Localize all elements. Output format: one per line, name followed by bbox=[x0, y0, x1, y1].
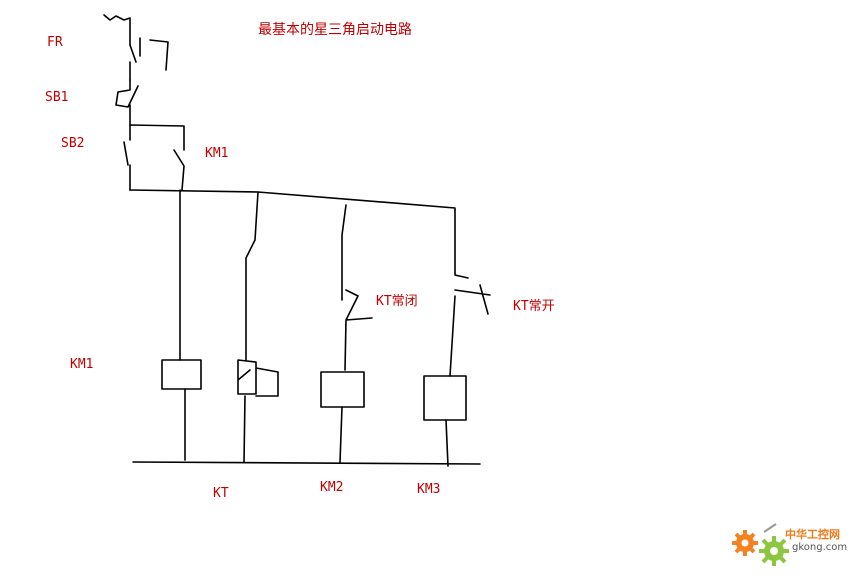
kt-coil bbox=[237, 359, 279, 397]
fr-contact bbox=[129, 37, 169, 81]
label-km1-contact: KM1 bbox=[205, 146, 229, 161]
orange-gear-icon bbox=[732, 530, 758, 556]
green-gear-icon bbox=[759, 536, 789, 566]
label-km2-coil: KM2 bbox=[320, 480, 344, 495]
sb1-contact bbox=[115, 79, 139, 126]
label-km1-coil: KM1 bbox=[70, 357, 94, 372]
branch-kt bbox=[245, 191, 259, 361]
watermark-name: 中华工控网 bbox=[785, 528, 840, 541]
km1-holding bbox=[129, 189, 456, 211]
sb2-contact bbox=[123, 124, 185, 191]
label-sb2: SB2 bbox=[61, 136, 85, 151]
top-wire bbox=[103, 14, 131, 46]
km1-coil bbox=[161, 359, 202, 390]
diagram-title: 最基本的星三角启动电路 bbox=[258, 22, 412, 38]
wrench-icon bbox=[763, 523, 777, 533]
gkong-logo bbox=[732, 523, 789, 566]
label-kt-nc: KT常闭 bbox=[376, 294, 418, 309]
label-km3-coil: KM3 bbox=[417, 482, 441, 497]
branch-km2 bbox=[341, 204, 373, 371]
watermark-url: gkong.com bbox=[792, 542, 848, 553]
km2-coil bbox=[320, 371, 365, 408]
label-kt-no: KT常开 bbox=[513, 299, 555, 314]
km3-coil bbox=[423, 375, 467, 421]
bottom-wire bbox=[132, 461, 481, 465]
branch-km3 bbox=[449, 209, 491, 377]
label-kt-coil: KT bbox=[213, 486, 229, 501]
label-fr: FR bbox=[47, 35, 63, 50]
label-sb1: SB1 bbox=[45, 90, 69, 105]
